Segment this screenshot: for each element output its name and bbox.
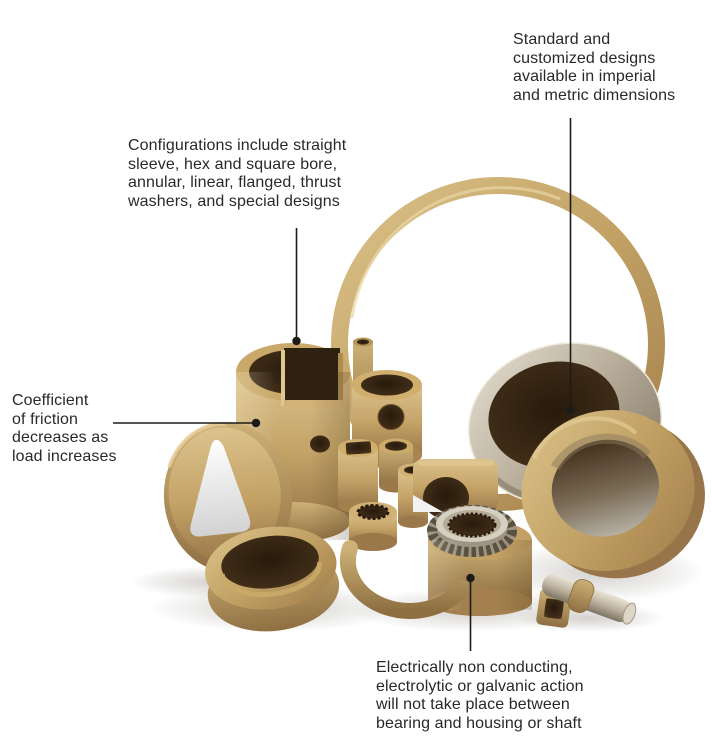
shaft-bushing xyxy=(567,579,595,613)
callout-dot-friction xyxy=(251,418,261,428)
steel-shaft xyxy=(542,574,637,625)
callout-text-line: bearing and housing or shaft xyxy=(376,714,582,732)
callout-text-line: Standard and xyxy=(513,31,611,48)
shaft-with-bushing xyxy=(536,574,637,628)
callout-text-line: electrolytic or galvanic action xyxy=(376,677,584,695)
callout-leaders xyxy=(113,118,575,651)
callout-friction: Coefficient of friction decreases as loa… xyxy=(12,392,117,466)
large-hoop-ring xyxy=(331,177,665,511)
callout-dot-standard xyxy=(566,405,575,415)
thrust-washer-ring xyxy=(521,410,705,579)
callout-text-line: of friction xyxy=(12,410,79,428)
band-ring xyxy=(205,526,340,632)
callout-text-line: Electrically non conducting, xyxy=(376,659,573,676)
splined-bore-cylinder xyxy=(349,502,397,551)
callout-text-line: sleeve, hex and square bore, xyxy=(128,155,338,173)
callout-dot-electrical xyxy=(466,573,475,583)
square-bore-tube xyxy=(338,439,378,513)
callout-text-line: washers, and special designs xyxy=(128,192,340,210)
callout-text-line: decreases as xyxy=(12,429,109,446)
callout-electrical: Electrically non conducting, electrolyti… xyxy=(376,659,584,733)
callout-text-line: Coefficient xyxy=(12,392,89,409)
callout-standard-designs: Standard and customized designs availabl… xyxy=(513,31,675,105)
saddle-half-bearing xyxy=(339,540,470,619)
callout-text-line: load increases xyxy=(12,447,117,465)
callout-text-line: annular, linear, flanged, thrust xyxy=(128,174,342,191)
callout-text-line: will not take place between xyxy=(376,696,570,713)
callout-configurations: Configurations include straight sleeve, … xyxy=(128,137,346,211)
callout-text-line: available in imperial xyxy=(513,68,656,85)
callout-text-line: and metric dimensions xyxy=(513,86,676,104)
callout-text-line: customized designs xyxy=(513,49,656,67)
callout-text-line: Configurations include straight xyxy=(128,137,347,154)
callout-dot-configurations xyxy=(292,336,301,346)
